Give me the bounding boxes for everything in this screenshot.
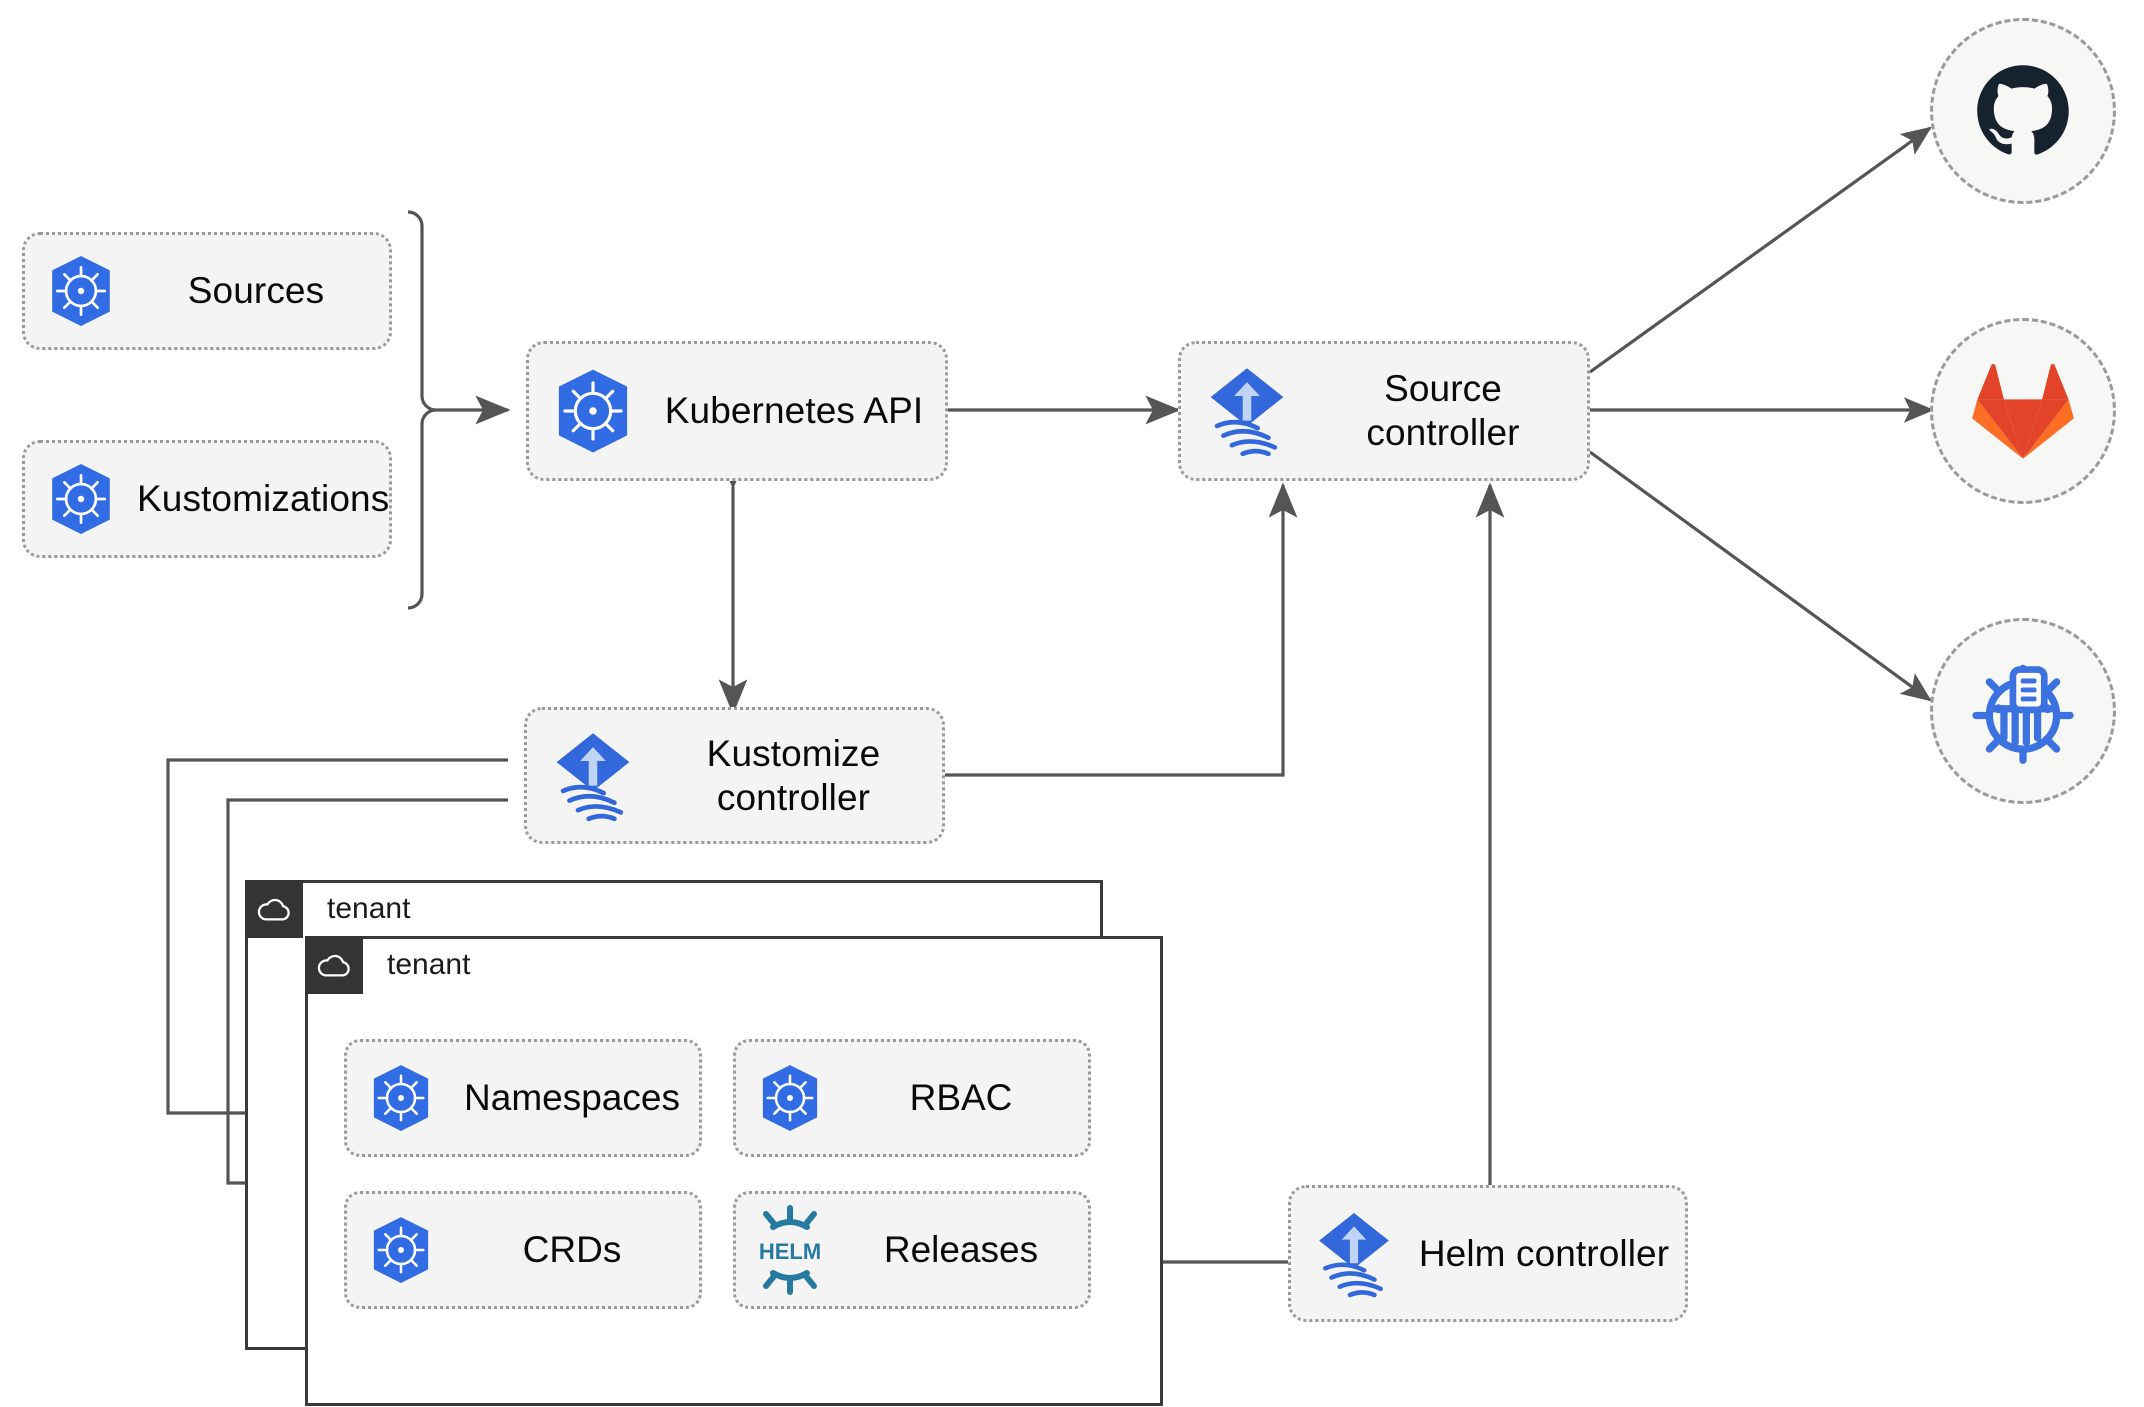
node-releases[interactable]: HELM Releases xyxy=(733,1191,1091,1309)
node-label: Helm controller xyxy=(1418,1232,1670,1274)
kubernetes-icon xyxy=(529,368,657,454)
node-crds[interactable]: CRDs xyxy=(344,1191,702,1309)
gitlab-icon xyxy=(1972,363,2074,459)
node-label: Kubernetes API xyxy=(664,390,924,432)
kubernetes-icon xyxy=(347,1064,455,1132)
tenant-tab: tenant xyxy=(245,880,410,938)
node-label: Releases xyxy=(883,1229,1039,1270)
helm-icon: HELM xyxy=(736,1205,844,1295)
tenant-box-front[interactable]: tenant Namespaces xyxy=(305,936,1163,1406)
tenant-label: tenant xyxy=(327,892,411,925)
flux-icon xyxy=(1291,1209,1417,1299)
provider-github[interactable] xyxy=(1930,18,2116,204)
kubernetes-icon xyxy=(25,255,137,327)
tenant-label: tenant xyxy=(387,948,471,981)
cloud-icon xyxy=(245,880,303,938)
node-sources[interactable]: Sources xyxy=(22,232,392,350)
kubernetes-icon xyxy=(25,463,137,535)
kubernetes-icon xyxy=(736,1064,844,1132)
svg-text:HELM: HELM xyxy=(759,1239,821,1264)
node-kustomizations[interactable]: Kustomizations xyxy=(22,440,392,558)
node-label: Source controller xyxy=(1366,368,1520,453)
flux-icon xyxy=(1181,365,1313,457)
bucket-icon xyxy=(1972,664,2074,764)
provider-bucket[interactable] xyxy=(1930,618,2116,804)
node-label: Kustomize controller xyxy=(706,732,881,818)
node-rbac[interactable]: RBAC xyxy=(733,1039,1091,1157)
node-label: Sources xyxy=(187,270,325,312)
node-source-controller[interactable]: Source controller xyxy=(1178,341,1590,481)
node-label: Namespaces xyxy=(464,1077,680,1118)
node-kustomize-controller[interactable]: Kustomize controller xyxy=(524,707,945,844)
github-icon xyxy=(1977,65,2069,155)
node-label: RBAC xyxy=(909,1077,1013,1118)
node-helm-controller[interactable]: Helm controller xyxy=(1288,1185,1688,1322)
node-kubernetes-api[interactable]: Kubernetes API xyxy=(526,341,948,481)
kubernetes-icon xyxy=(347,1216,455,1284)
node-label: Kustomizations xyxy=(137,478,390,520)
provider-gitlab[interactable] xyxy=(1930,318,2116,504)
flux-icon xyxy=(527,730,659,822)
node-label: CRDs xyxy=(522,1229,622,1270)
cloud-icon xyxy=(305,936,363,994)
node-namespaces[interactable]: Namespaces xyxy=(344,1039,702,1157)
tenant-tab: tenant xyxy=(305,936,470,994)
